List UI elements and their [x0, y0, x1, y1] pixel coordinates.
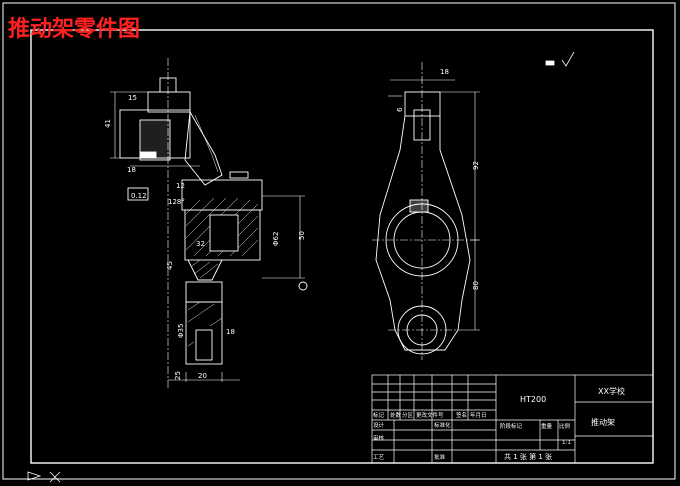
tb-sheets: 共 1 张 第 1 张: [504, 452, 552, 461]
ucs-icon: [27, 471, 61, 483]
dim-012: 0.12: [131, 192, 147, 200]
dim-32: 32: [196, 240, 205, 248]
tb-material: HT200: [520, 395, 546, 404]
dim-6: 6: [396, 107, 404, 112]
tb-weight: 重量: [541, 422, 553, 430]
drawing-title: 推动架零件图: [8, 16, 140, 42]
front-view-right: [372, 62, 480, 360]
tb-h3: 更改文件号: [416, 411, 444, 419]
tb-scale-value: 1:1: [562, 440, 571, 446]
tb-school: XX学校: [598, 386, 625, 396]
dim-62: Φ62: [272, 232, 280, 246]
dim-25: 25: [174, 371, 182, 380]
dim-20: 20: [198, 372, 207, 380]
dim-18: 18: [127, 166, 136, 174]
dim-50: 50: [298, 231, 306, 240]
tb-design: 设计: [373, 421, 385, 429]
tb-h2: 分区: [402, 411, 414, 419]
tb-h1: 处数: [390, 411, 402, 419]
tb-scale-label: 比例: [559, 422, 571, 430]
dim-12: 12: [176, 182, 185, 190]
tb-h4: 签名: [456, 411, 467, 419]
roughness-symbol: [545, 51, 575, 67]
dim-41: 41: [104, 119, 112, 128]
tb-h0: 标记: [373, 411, 385, 419]
dim-15: 15: [128, 94, 137, 102]
tb-stage: 阶段标记: [500, 422, 523, 430]
tb-approve: 批准: [434, 453, 446, 461]
tb-h5: 年月日: [470, 411, 487, 419]
tb-header-row: 标记 处数 分区 更改文件号 签名 年月日 设计 标准化 审核 工艺 批准 阶段…: [373, 411, 571, 461]
tb-audit: 审核: [373, 434, 385, 442]
title-block: [371, 374, 654, 464]
dim-128: 128°: [168, 198, 185, 206]
dim-92: 92: [472, 161, 480, 170]
dim-80: 80: [472, 281, 480, 290]
outer-frame: [2, 2, 676, 480]
section-view-left: [110, 58, 308, 390]
dim-45: 45: [166, 261, 174, 270]
dim-18r: 18: [440, 68, 449, 76]
tb-standard: 标准化: [434, 421, 451, 429]
inner-frame: [30, 29, 654, 464]
dim-35: Φ35: [177, 324, 185, 338]
tb-process: 工艺: [373, 454, 385, 461]
tb-part-name: 推动架: [591, 417, 615, 427]
dim-18s: 18: [226, 328, 235, 336]
